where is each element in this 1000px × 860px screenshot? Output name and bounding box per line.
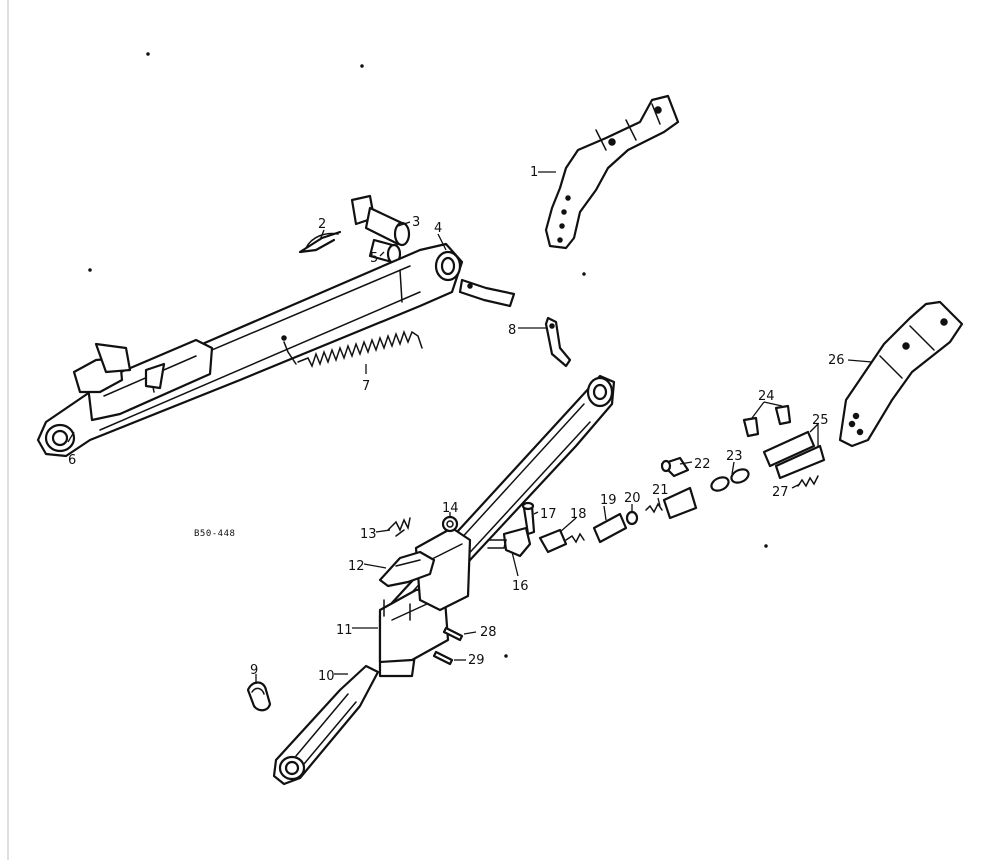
callout-7: 7 bbox=[362, 379, 370, 394]
callout-11: 11 bbox=[336, 623, 353, 638]
part-9-clip bbox=[246, 681, 272, 712]
part-11-lower-link-right bbox=[378, 374, 616, 678]
callout-16: 16 bbox=[512, 579, 529, 594]
part-6-lower-link-left bbox=[36, 242, 464, 458]
part-29-pin bbox=[432, 650, 454, 666]
parts-18-21-turnbuckle bbox=[538, 486, 698, 554]
part-13-spring bbox=[387, 517, 411, 537]
callout-25: 25 bbox=[812, 413, 829, 428]
callout-8: 8 bbox=[508, 323, 516, 338]
callout-4: 4 bbox=[434, 221, 442, 236]
callout-17: 17 bbox=[540, 507, 557, 522]
part-28-pin bbox=[442, 626, 464, 642]
part-24-bolts bbox=[742, 404, 792, 438]
part-23-chain-link bbox=[710, 468, 750, 492]
callout-24: 24 bbox=[758, 389, 775, 404]
callout-10: 10 bbox=[318, 669, 335, 684]
part-25-plates bbox=[762, 430, 826, 480]
callout-18: 18 bbox=[570, 507, 587, 522]
callout-21: 21 bbox=[652, 483, 669, 498]
part-2-linch-pin bbox=[298, 230, 342, 254]
callout-12: 12 bbox=[348, 559, 365, 574]
callout-23: 23 bbox=[726, 449, 743, 464]
callout-28: 28 bbox=[480, 625, 497, 640]
callout-2: 2 bbox=[318, 217, 326, 232]
scan-specks bbox=[88, 52, 768, 658]
part-3-pin bbox=[350, 194, 411, 247]
part-8-brackets bbox=[458, 278, 572, 368]
part-10-end-link bbox=[272, 664, 380, 786]
callout-14: 14 bbox=[442, 501, 459, 516]
part-14-nut bbox=[441, 515, 459, 533]
leader-lines bbox=[67, 171, 873, 684]
callout-19: 19 bbox=[600, 493, 617, 508]
drawing-code: B50-448 bbox=[194, 529, 235, 539]
callout-27: 27 bbox=[772, 485, 789, 500]
callout-5: 5 bbox=[370, 251, 378, 266]
callout-1: 1 bbox=[530, 165, 538, 180]
part-26-bracket bbox=[838, 300, 964, 448]
part-17-bolt bbox=[521, 501, 536, 536]
callout-13: 13 bbox=[360, 527, 377, 542]
part-16-clevis bbox=[487, 526, 532, 558]
callout-20: 20 bbox=[624, 491, 641, 506]
callout-29: 29 bbox=[468, 653, 485, 668]
part-1-bracket bbox=[544, 94, 680, 250]
callout-26: 26 bbox=[828, 353, 845, 368]
callout-labels: 1 2 3 4 5 6 7 8 9 10 11 12 13 14 16 17 1… bbox=[68, 165, 845, 684]
part-12-latch bbox=[378, 550, 436, 588]
callout-6: 6 bbox=[68, 453, 76, 468]
callout-3: 3 bbox=[412, 215, 420, 230]
part-27-spring bbox=[797, 475, 819, 488]
part-7-spring bbox=[283, 329, 423, 368]
callout-9: 9 bbox=[250, 663, 258, 678]
part-22-pin bbox=[660, 456, 690, 478]
callout-22: 22 bbox=[694, 457, 711, 472]
